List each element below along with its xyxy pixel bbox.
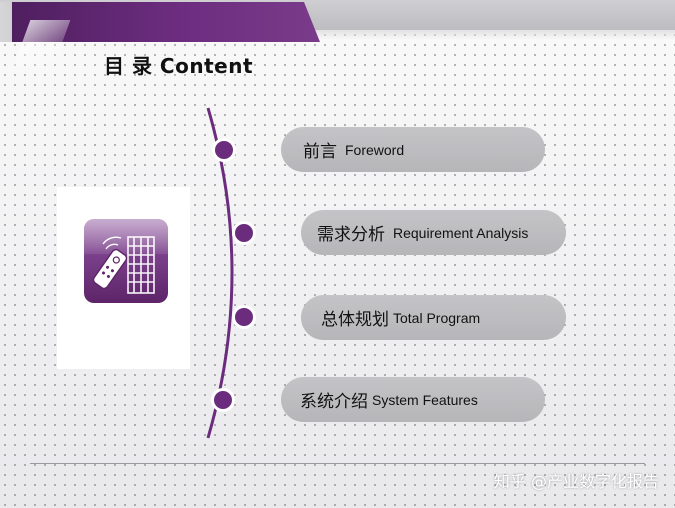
timeline-dot-4 xyxy=(211,388,235,412)
footer-divider xyxy=(30,463,645,464)
remote-control-building-icon xyxy=(84,219,168,303)
page-title: 目 录 Content xyxy=(104,54,254,78)
menu-item-system-features[interactable]: 系统介绍 System Features xyxy=(281,377,545,422)
menu-item-total-program[interactable]: 总体规划 Total Program xyxy=(301,295,566,340)
watermark: 知乎 @产业数字化报告 xyxy=(493,472,659,491)
menu-item-en-label: Foreword xyxy=(345,141,405,158)
menu-item-foreword[interactable]: 前言 Foreword xyxy=(281,127,545,172)
remote-control-building-graphic xyxy=(92,236,155,294)
menu-item-zh-label: 系统介绍 xyxy=(300,392,368,412)
menu-item-zh-label: 前言 xyxy=(303,142,337,162)
top-band-shade xyxy=(0,30,675,40)
menu-item-requirement-analysis[interactable]: 需求分析 Requirement Analysis xyxy=(301,210,566,255)
timeline-arc xyxy=(206,107,256,439)
menu-item-zh-label: 总体规划 xyxy=(321,310,389,330)
menu-item-en-label: Requirement Analysis xyxy=(393,224,529,241)
timeline-dot-1 xyxy=(212,138,236,162)
timeline-dot-2 xyxy=(232,221,256,245)
timeline-dot-3 xyxy=(232,305,256,329)
menu-item-en-label: System Features xyxy=(372,391,478,408)
menu-item-zh-label: 需求分析 xyxy=(317,225,385,245)
menu-item-en-label: Total Program xyxy=(393,309,481,326)
